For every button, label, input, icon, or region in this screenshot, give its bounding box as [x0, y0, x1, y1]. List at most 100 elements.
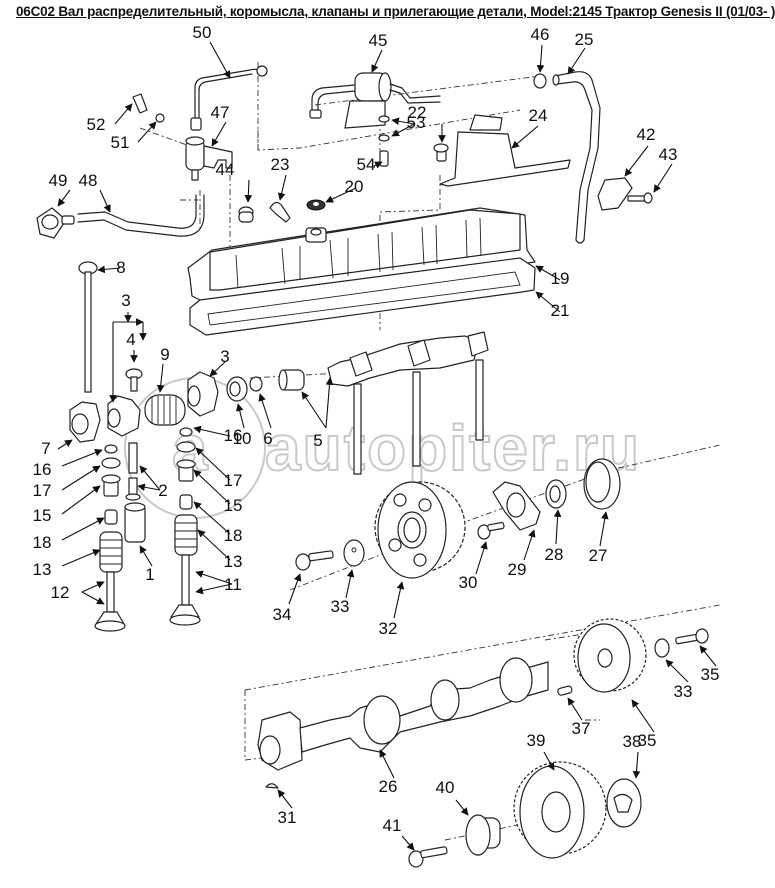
leader-line-37 [567, 697, 583, 721]
callout-15-valve-guide: 15 [224, 496, 243, 515]
part-pipe-48 [77, 194, 205, 237]
part-grommet-20 [306, 199, 326, 211]
callout-33-washer: 33 [674, 682, 693, 701]
leader-line-28 [553, 509, 562, 545]
callout-48-pipe: 48 [79, 171, 98, 190]
callout-39-gear: 39 [527, 731, 546, 750]
callout-28-oil-seal: 28 [545, 545, 564, 564]
leader-line-19 [535, 265, 561, 281]
leader-line-34 [288, 573, 302, 605]
part-filler-cap-44 [238, 206, 254, 223]
part-hose-25 [552, 71, 601, 244]
page-title: 06C02 Вал распределительный, коромысла, … [16, 4, 775, 19]
callout-33-washer: 33 [331, 597, 350, 616]
callout-19-rocker-cover: 19 [551, 269, 570, 288]
part-spacer-10 [226, 376, 248, 402]
part-bolt-35 [675, 628, 709, 645]
part-washer-33b [654, 638, 670, 658]
callout-13-valve-spring: 13 [224, 552, 243, 571]
callout-17-spring-cap: 17 [224, 471, 243, 490]
leader-line-46 [536, 44, 545, 73]
callout-41-bolt: 41 [383, 816, 402, 835]
part-bracket-47 [185, 136, 233, 181]
leader-line-20 [325, 187, 357, 203]
callout-21-gasket: 21 [551, 301, 570, 320]
leader-line-27 [599, 511, 609, 547]
callout-49-flange: 49 [49, 171, 68, 190]
leader-line-10 [235, 403, 245, 429]
callout-51-washer: 51 [111, 133, 130, 152]
part-gasket-21 [189, 257, 536, 336]
leader-line-51 [137, 121, 157, 143]
callout-26-camshaft: 26 [379, 777, 398, 796]
part-plug-6 [249, 376, 263, 392]
leader-line-13 [197, 529, 231, 561]
leader-line-12 [81, 591, 105, 605]
part-seal-housing-27 [583, 458, 621, 510]
part-valve-stack-left [94, 444, 126, 632]
part-clamp-46 [533, 73, 547, 89]
callout-35-camshaft-gear: 35 [638, 731, 657, 750]
callout-13-valve-spring: 13 [33, 560, 52, 579]
leader-line-43 [653, 163, 673, 193]
leader-line-11 [195, 583, 233, 595]
part-breather-45 [309, 72, 441, 129]
leader-line-2 [137, 483, 161, 492]
part-bolt-52 [132, 93, 165, 123]
leader-line-39 [543, 751, 555, 771]
leader-line-25 [567, 47, 586, 75]
leader-line-35 [631, 699, 655, 733]
callout-25-breather-hose: 25 [575, 30, 594, 49]
leader-line-1 [139, 545, 153, 567]
leader-line-53 [391, 123, 415, 137]
leader-line-29 [523, 529, 536, 561]
leader-line-16 [193, 425, 231, 437]
part-baffle-24 [433, 114, 571, 187]
callout-9-spring: 9 [160, 345, 169, 364]
part-clip-23 [269, 201, 291, 223]
callout-18-valve-seal: 18 [224, 526, 243, 545]
leader-line-18 [193, 501, 231, 535]
parts-diagram: a autopiter.ru [33, 23, 721, 868]
part-long-bolt-8 [78, 261, 98, 393]
leader-line-42 [624, 145, 649, 177]
leader-line-26 [379, 749, 395, 779]
callout-23-clip: 23 [271, 155, 290, 174]
part-flange-49 [36, 207, 75, 239]
leader-lines [57, 41, 717, 851]
leader-line-38 [632, 751, 641, 779]
leader-line-17 [195, 447, 231, 481]
callout-50-oil-pipe: 50 [193, 23, 212, 42]
leader-line-23 [277, 174, 287, 201]
callout-31-woodruff-key: 31 [278, 808, 297, 827]
leader-line-9 [156, 363, 165, 393]
callout-43-bolt: 43 [659, 145, 678, 164]
leader-line-50 [209, 41, 231, 79]
callout-30-bolt: 30 [459, 573, 478, 592]
part-thrust-plate-29 [492, 481, 541, 531]
callout-47-bracket: 47 [211, 103, 230, 122]
leader-line-47 [211, 121, 227, 147]
callout-42-bracket: 42 [637, 125, 656, 144]
part-gear-39 [513, 761, 607, 859]
leader-line-12 [81, 581, 105, 593]
leader-line-16 [61, 448, 103, 467]
callout-1-tappet: 1 [145, 565, 154, 584]
part-spring-9 [144, 394, 186, 426]
callout-18-valve-seal: 18 [33, 533, 52, 552]
callout-35-bolt: 35 [701, 665, 720, 684]
callout-16-collet: 16 [224, 426, 243, 445]
part-tappet-1 [124, 502, 146, 543]
leader-line-7 [57, 439, 73, 450]
callout-10-spacer: 10 [233, 429, 252, 448]
part-bolt-34 [295, 550, 334, 571]
leader-line-52 [114, 103, 133, 125]
part-oil-pipe [190, 65, 268, 131]
part-camshaft-gear-35 [573, 618, 647, 693]
leader-line-15 [61, 485, 101, 515]
callout-38-thrust-washer: 38 [623, 732, 642, 751]
leader-line-8 [97, 265, 121, 274]
callout-44-filler-cap: 44 [216, 160, 235, 179]
part-key-31 [265, 783, 279, 789]
part-push-rod-2 [125, 442, 141, 501]
